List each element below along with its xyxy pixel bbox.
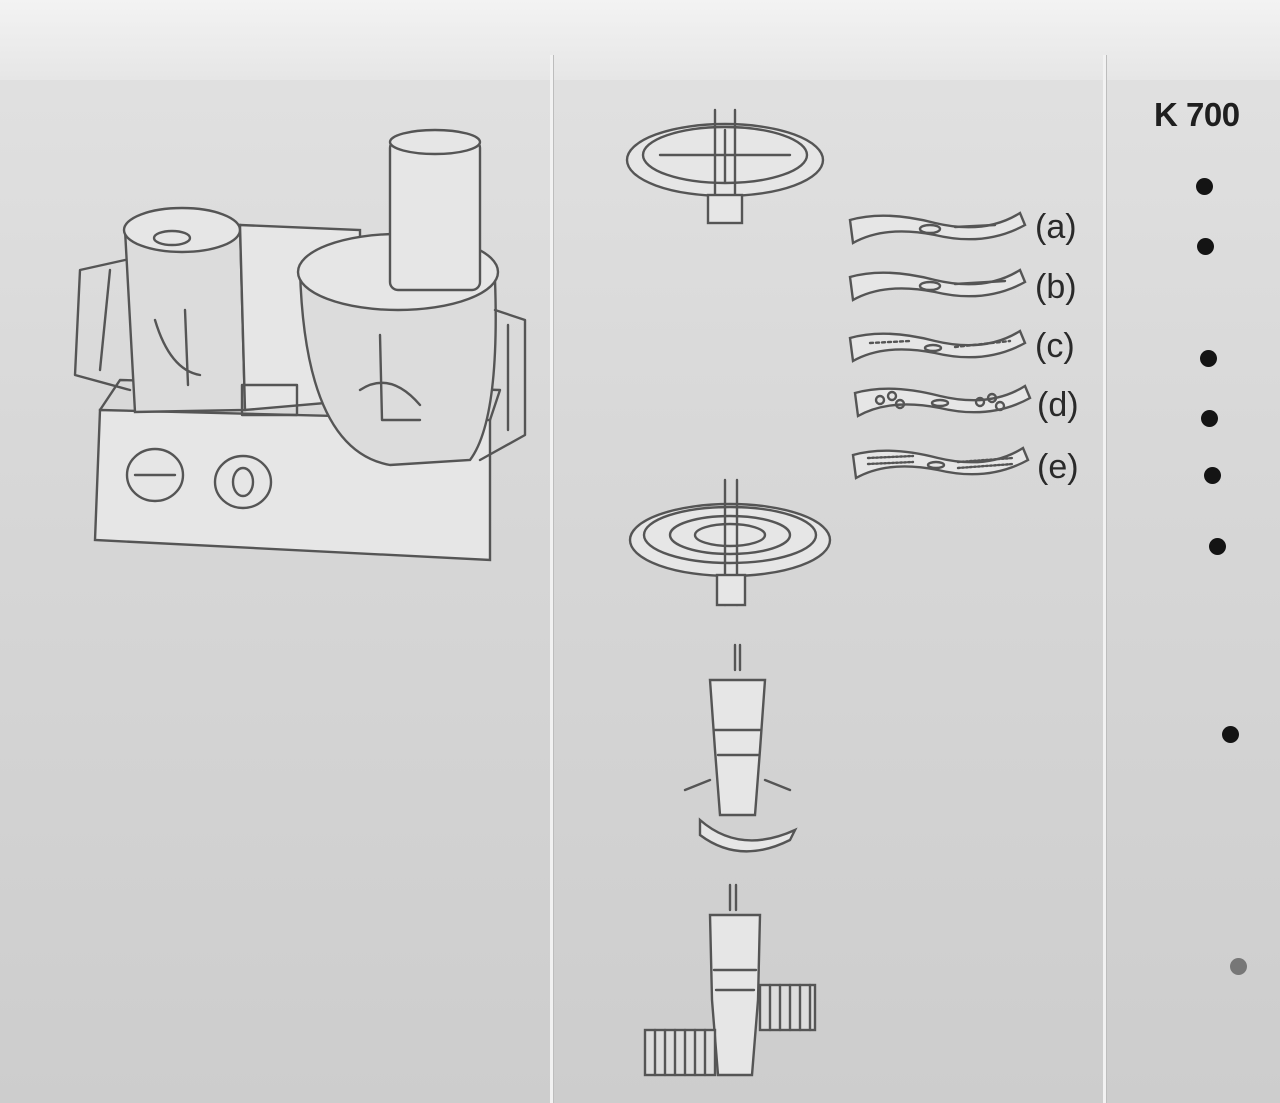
label-c: (c)	[1035, 327, 1075, 365]
knife-blade	[683, 643, 798, 853]
bullet-7	[1222, 726, 1239, 743]
page-top-edge	[0, 0, 1280, 80]
bullet-3	[1200, 350, 1217, 367]
label-a: (a)	[1035, 208, 1077, 246]
slicer-insert-d	[853, 384, 1032, 418]
slicer-insert-c	[848, 329, 1027, 363]
slicer-insert-a	[848, 211, 1027, 245]
slicer-insert-e	[851, 446, 1030, 480]
food-processor-illustration	[73, 128, 527, 562]
label-e: (e)	[1037, 448, 1079, 486]
label-b: (b)	[1035, 268, 1077, 306]
bullet-2	[1197, 238, 1214, 255]
bullet-6	[1209, 538, 1226, 555]
bullet-1	[1196, 178, 1213, 195]
column-divider-right	[1103, 55, 1106, 1103]
kneading-tool	[643, 883, 817, 1077]
bullet-8	[1230, 958, 1247, 975]
slicer-insert-b	[848, 268, 1027, 302]
slicing-disc-holder	[625, 108, 825, 225]
label-d: (d)	[1037, 386, 1079, 424]
column-divider-left	[550, 55, 553, 1103]
bullet-5	[1204, 467, 1221, 484]
bullet-4	[1201, 410, 1218, 427]
model-title: K 700	[1154, 96, 1240, 133]
grating-disc	[628, 478, 832, 607]
